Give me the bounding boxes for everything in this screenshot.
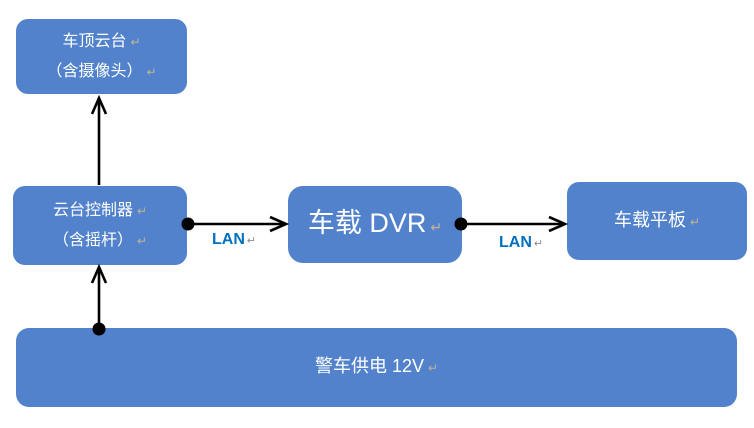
node-power-supply-line: 警车供电 12V↵ [315, 352, 438, 383]
node-gimbal-controller: 云台控制器↵ （含摇杆）↵ [13, 186, 187, 265]
node-roof-gimbal-line1: 车顶云台↵ [62, 27, 140, 57]
paragraph-mark-icon: ↵ [130, 34, 141, 49]
paragraph-mark-icon: ↵ [689, 214, 701, 229]
node-label: 警车供电 12V [314, 356, 424, 376]
node-label: 车顶云台 [62, 32, 127, 50]
node-power-supply: 警车供电 12V↵ [16, 328, 737, 407]
node-gimbal-controller-line1: 云台控制器↵ [53, 196, 147, 226]
node-label: （含摇杆） [52, 231, 133, 249]
arrow-up-icon [90, 94, 108, 115]
arrow-up-icon [90, 263, 108, 284]
paragraph-mark-icon: ↵ [136, 233, 148, 248]
connector-power-to-controller [90, 263, 108, 336]
arrow-right-icon [269, 215, 290, 233]
node-vehicle-tablet: 车载平板↵ [567, 182, 747, 260]
node-roof-gimbal: 车顶云台↵ （含摄像头）↵ [16, 19, 187, 94]
node-label: （含摄像头） [46, 62, 143, 80]
lan-label-text: LAN [212, 231, 245, 248]
arrow-right-icon [548, 215, 569, 233]
connector-controller-to-dvr [181, 215, 290, 233]
paragraph-mark-icon: ↵ [533, 238, 544, 250]
paragraph-mark-icon: ↵ [430, 218, 443, 235]
connector-dvr-to-tablet [454, 215, 569, 233]
node-roof-gimbal-line2: （含摄像头）↵ [46, 57, 156, 87]
node-label: 云台控制器 [52, 201, 133, 219]
connector-controller-to-roof [90, 94, 108, 185]
node-gimbal-controller-line2: （含摇杆）↵ [53, 226, 147, 256]
paragraph-mark-icon: ↵ [427, 361, 439, 375]
lan-label-dvr-tablet: LAN↵ [499, 234, 543, 252]
paragraph-mark-icon: ↵ [136, 203, 148, 218]
paragraph-mark-icon: ↵ [246, 235, 257, 247]
node-vehicle-dvr-line: 车载 DVR↵ [308, 207, 442, 243]
node-label: 车载平板 [613, 209, 686, 230]
node-vehicle-dvr: 车载 DVR↵ [288, 186, 462, 263]
lan-label-text: LAN [499, 234, 532, 251]
lan-label-controller-dvr: LAN↵ [212, 231, 256, 249]
paragraph-mark-icon: ↵ [146, 64, 157, 79]
node-label: 车载 DVR [307, 207, 427, 238]
node-vehicle-tablet-line: 车载平板↵ [614, 206, 700, 237]
